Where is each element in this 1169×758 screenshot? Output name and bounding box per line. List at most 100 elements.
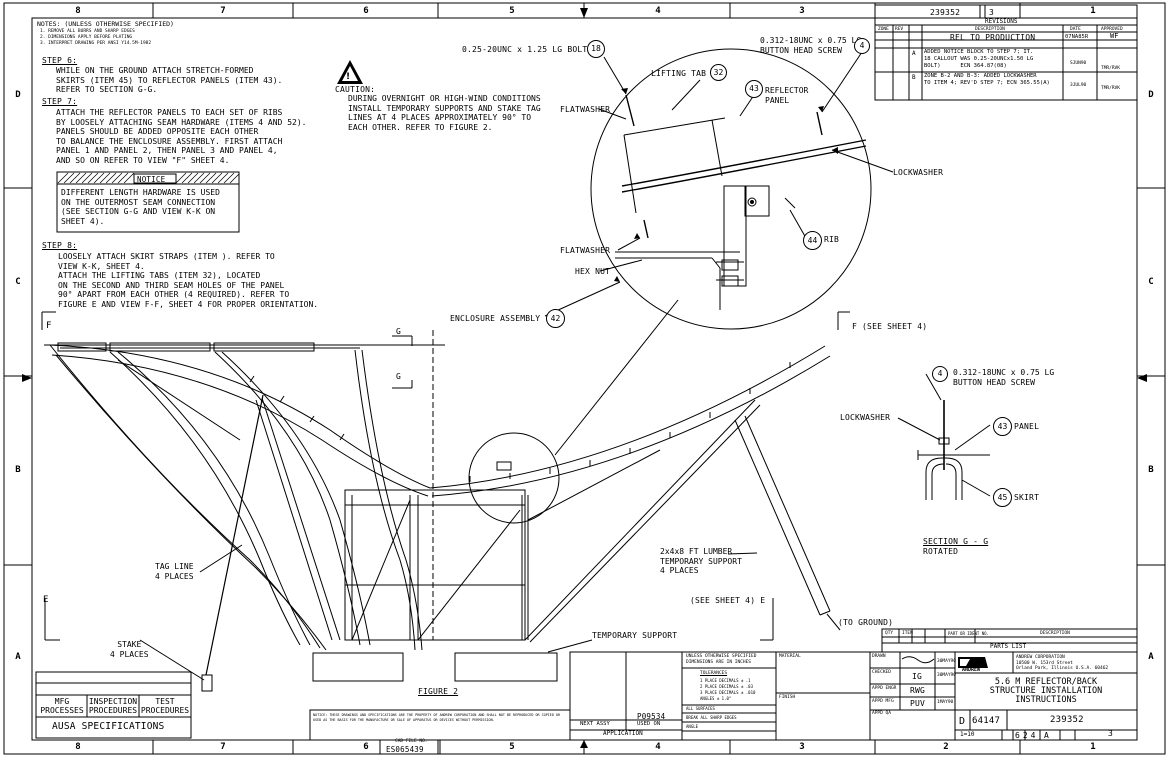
spec-inspection-procedures: INSPECTION PROCEDURES: [88, 697, 138, 715]
zone-label-right: A: [1148, 652, 1154, 662]
zone-label-left: D: [15, 90, 21, 100]
flatwasher-callout-lower: FLATWASHER: [560, 246, 611, 255]
note-line: 2. DIMENSIONS APPLY BEFORE PLATING: [40, 35, 133, 40]
rev-col-rev: REV: [895, 27, 904, 32]
note-line: 3. INTERPRET DRAWING PER ANSI Y14.5M-198…: [40, 41, 152, 46]
section-e-right: (SEE SHEET 4) E: [690, 596, 766, 605]
approved-by: PUV: [910, 699, 926, 708]
date-checked: 30MAY90: [937, 673, 956, 678]
tol-sub2: BREAK ALL SHARP EDGES: [686, 715, 737, 720]
item-balloon: 42: [546, 309, 565, 328]
bolt-callout: 0.25-20UNC x 1.25 LG BOLT: [462, 45, 588, 54]
tol-sub3: ANGLE: [686, 724, 699, 729]
step8-text: LOOSELY ATTACH SKIRT STRAPS (ITEM ). REF…: [58, 252, 319, 309]
skirt-callout: SKIRT: [1014, 493, 1040, 502]
size-value: D: [959, 716, 966, 727]
section-f-right: F (SEE SHEET 4): [852, 322, 928, 331]
section-g-bottom: G: [396, 372, 402, 381]
scale-value: 1=10: [960, 731, 975, 738]
cad-file-number: ES065439: [386, 745, 424, 754]
logo-text: ANDREW: [962, 667, 981, 673]
zone-label-right: B: [1148, 465, 1154, 475]
lifting-tab-callout: LIFTING TAB: [651, 69, 707, 78]
drawing-number-top: 239352: [930, 8, 961, 17]
zone-label-right: D: [1148, 90, 1154, 100]
date-approved: 1MAY90: [937, 700, 954, 705]
rev-row-approved: TMR/RVK: [1101, 86, 1120, 91]
title-label-qa: APPD QA: [872, 711, 891, 716]
note-line: 1. REMOVE ALL BURRS AND SHARP EDGES: [40, 29, 135, 34]
item-balloon: 45: [993, 488, 1012, 507]
rev-col-zone: ZONE: [878, 27, 889, 32]
tol-title: TOLERANCES: [700, 671, 728, 676]
panel-callout: PANEL: [1014, 422, 1040, 431]
section-title: SECTION G - G: [923, 537, 989, 546]
rev-box: A: [1044, 731, 1050, 740]
item-balloon: 43: [745, 80, 763, 98]
rib-callout: RIB: [824, 235, 840, 244]
sheet-number: 3: [1108, 729, 1114, 738]
tag-line-callout: TAG LINE 4 PLACES: [155, 562, 194, 581]
rev-row-description: ZONE B-2 AND B-3: ADDED LOCKWASHER TO IT…: [924, 73, 1050, 86]
rev-row-letter: B: [912, 74, 916, 81]
zone-label-bottom: 5: [509, 742, 515, 752]
zone-label-top: 5: [509, 6, 515, 16]
application-value: P09534: [637, 712, 666, 721]
lockwasher-callout: LOCKWASHER: [893, 168, 944, 177]
drawn-by: IG: [912, 672, 923, 681]
zone-label-top: 7: [220, 6, 226, 16]
company-address: ANDREW CORPORATION 10500 W. 153rd Street…: [1016, 655, 1109, 671]
rev-row-letter: A: [912, 50, 916, 57]
tol-head1: UNLESS OTHERWISE SPECIFIED: [686, 654, 757, 659]
cage-code: 64147: [972, 716, 1001, 726]
spec-mfg-processes: MFG PROCESSES: [40, 697, 84, 715]
rev-row-approved: TMR/RVK: [1101, 66, 1120, 71]
rev-row-date: 3JUL90: [1070, 83, 1087, 88]
rev-col-date: DATE: [1070, 27, 1081, 32]
parts-col-description: DESCRIPTION: [1040, 631, 1070, 636]
parts-list-title: PARTS LIST: [990, 643, 1027, 650]
zone-label-bottom: 3: [799, 742, 805, 752]
zone-label-left: A: [15, 652, 21, 662]
zone-label-bottom: 2: [943, 742, 949, 752]
sheet-number-top: 3: [989, 8, 995, 17]
notice-label: NOTICE: [137, 175, 166, 184]
title-label-drawn: DRAWN: [872, 654, 886, 659]
screw-callout-section: 0.312-18UNC x 0.75 LG BUTTON HEAD SCREW: [953, 368, 1055, 387]
tol-line: ANGLES ± 1.0°: [700, 696, 732, 701]
used-on-label: USED ON: [637, 721, 661, 727]
rev-release-date: 07NA85R: [1065, 34, 1089, 40]
material-label: MATERIAL: [779, 654, 801, 659]
step7-text: ATTACH THE REFLECTOR PANELS TO EACH SET …: [56, 108, 307, 165]
zone-label-left: C: [15, 277, 21, 287]
screw-callout-top: 0.312-18UNC x 0.75 LG BUTTON HEAD SCREW: [760, 36, 861, 55]
temp-support-callout: TEMPORARY SUPPORT: [592, 631, 678, 640]
rev-row-date: SJUN90: [1070, 61, 1087, 66]
zone-label-bottom: 4: [655, 742, 661, 752]
item-balloon: 32: [710, 64, 727, 81]
section-e-left: E: [43, 595, 49, 605]
finish-label: FINISH: [779, 695, 796, 700]
enclosure-callout: ENCLOSURE ASSEMBLY: [450, 314, 541, 323]
section-g-top: G: [396, 327, 402, 336]
tol-sub1: ALL SURFACES: [686, 706, 715, 711]
item-balloon: 44: [803, 231, 822, 250]
step7-title: STEP 7:: [42, 97, 78, 106]
zone-label-top: 3: [799, 6, 805, 16]
parts-col-part: PART OR IDENT NO.: [948, 631, 989, 636]
tol-line: 3 PLACE DECIMALS ± .010: [700, 690, 756, 695]
zone-label-left: B: [15, 465, 21, 475]
zone-label-bottom: 7: [220, 742, 226, 752]
hex-nut-callout: HEX NUT: [575, 267, 611, 276]
caution-label: CAUTION:: [335, 85, 376, 94]
parts-col-item: ITEM: [902, 631, 913, 636]
cad-file-label: CAD FILE NO.: [395, 739, 428, 744]
tol-head2: DIMENSIONS ARE IN INCHES: [686, 660, 752, 665]
lockwasher-section: LOCKWASHER: [840, 413, 891, 422]
revisions-title: REVISIONS: [985, 18, 1018, 25]
section-f-left: F: [46, 321, 52, 331]
next-assy-label: NEXT ASSY: [580, 721, 610, 727]
rev-col-description: DESCRIPTION: [975, 27, 1005, 32]
title-label-checked: CHECKED: [872, 670, 891, 675]
